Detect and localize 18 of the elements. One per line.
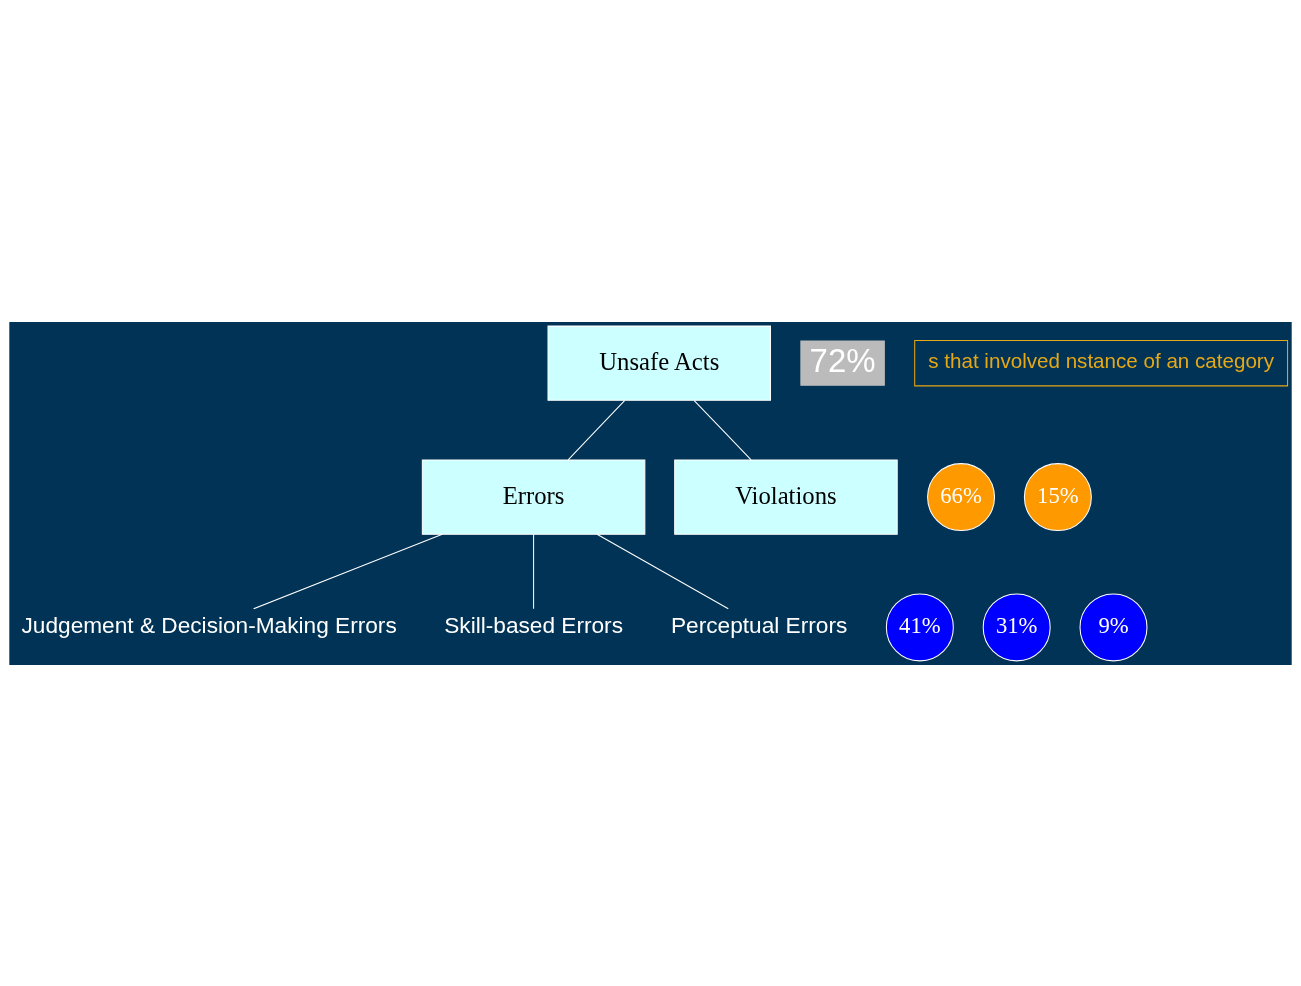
connector: [567, 399, 626, 460]
node-box: Errors: [421, 459, 646, 535]
node-box: Unsafe Acts: [547, 325, 771, 401]
node-text: Skill-based Errors: [444, 611, 623, 638]
node-box: s that involved nstance of an category: [914, 339, 1289, 386]
connector: [596, 533, 729, 609]
node-circle: 41%: [885, 592, 954, 661]
node-box: Violations: [674, 459, 898, 535]
connector: [533, 533, 535, 609]
node-box: 72%: [800, 340, 885, 386]
node-text: Perceptual Errors: [671, 611, 848, 638]
node-circle: 31%: [982, 592, 1051, 661]
node-circle: 9%: [1079, 592, 1148, 661]
node-circle: 66%: [927, 462, 996, 531]
node-circle: 15%: [1023, 462, 1092, 531]
node-text: Judgement & Decision-Making Errors: [21, 611, 397, 638]
connector: [693, 399, 752, 460]
connector: [253, 533, 443, 609]
